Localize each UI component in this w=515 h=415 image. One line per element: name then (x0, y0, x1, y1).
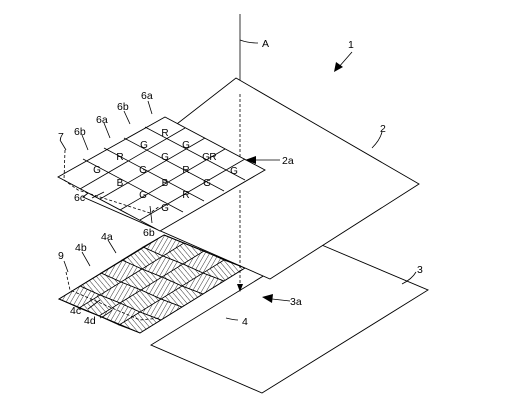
leader-6a-left (103, 122, 111, 139)
leader-4a (107, 239, 117, 254)
label-sensor-9: 9 (58, 250, 64, 262)
filter-cell: G (139, 190, 147, 201)
sensor-dashed-boundary (65, 271, 161, 321)
filter-cell: G (93, 165, 101, 176)
filter-cell: R (209, 152, 216, 163)
filter-cell: R (182, 190, 189, 201)
arrowhead-2a (245, 156, 256, 164)
filter-cell: G (203, 178, 211, 189)
leader-3a (271, 298, 291, 302)
filter-cell: G (161, 152, 169, 163)
filter-gridline-7 (119, 148, 226, 211)
label-4a: 4a (101, 231, 113, 243)
filter-gridline-2 (123, 137, 225, 192)
label-plate-3: 3 (417, 264, 423, 276)
leader-6b-left (81, 134, 89, 151)
label-3a: 3a (290, 296, 302, 308)
filter-gridline-5 (79, 127, 186, 190)
filter-cell: G (202, 152, 210, 163)
filter-cell: G (182, 140, 190, 151)
leader-axis-a (239, 39, 259, 44)
filter-gridline-6 (99, 137, 206, 200)
filter-cell: G (139, 165, 147, 176)
leader-4 (225, 317, 239, 321)
label-6c: 6c (74, 192, 85, 204)
leader-4d (99, 309, 113, 319)
leader-plate-2 (371, 131, 383, 149)
label-6a-top: 6a (141, 90, 153, 102)
leader-6c (91, 191, 105, 199)
filter-cell: B (117, 178, 124, 189)
label-2a: 2a (282, 155, 294, 167)
filter-gridline-4 (82, 158, 184, 213)
label-4: 4 (242, 316, 248, 328)
sensor-grid (57, 234, 247, 334)
label-plate-2: 2 (380, 123, 386, 135)
leader-sensor-9 (63, 260, 69, 273)
filter-dashed-boundary (63, 149, 161, 214)
label-6b-left: 6b (74, 126, 86, 138)
filter-cell: G (161, 203, 169, 214)
color-filter-grid (57, 116, 266, 232)
filter-gridline-8 (139, 158, 246, 221)
color-filter-letters: R G G R G G G G R R G B B G G R G (93, 128, 238, 214)
arrowhead-fig-1 (334, 62, 343, 72)
label-filter-7: 7 (58, 131, 64, 143)
label-6a-left: 6a (96, 114, 108, 126)
label-4b: 4b (75, 242, 87, 254)
filter-cell: R (161, 128, 168, 139)
filter-cell: R (116, 152, 123, 163)
leader-filter-7 (59, 139, 67, 151)
leader-4c (87, 299, 101, 310)
filter-gridline-1 (144, 126, 246, 181)
leader-6b-top (123, 110, 131, 125)
leader-6a-top (147, 100, 153, 115)
label-fig-1: 1 (348, 39, 354, 51)
filter-cell: R (182, 165, 189, 176)
label-6b-top: 6b (117, 101, 129, 113)
leader-plate-3 (401, 271, 417, 285)
leader-6b-bottom (149, 205, 153, 224)
filter-cell: G (140, 140, 148, 151)
filter-cell: B (162, 178, 169, 189)
plate-3 (150, 242, 429, 394)
leader-4b (81, 251, 91, 267)
label-4c: 4c (70, 305, 81, 317)
filter-cell: G (230, 166, 238, 177)
sensor-grid-outline (57, 234, 247, 334)
color-filter-outline (57, 116, 266, 232)
arrowhead-3a (262, 294, 273, 303)
axis-arrowhead-3a (237, 284, 243, 292)
label-6b-bottom: 6b (143, 227, 155, 239)
label-4d: 4d (84, 315, 96, 327)
label-axis-a: A (262, 38, 269, 50)
